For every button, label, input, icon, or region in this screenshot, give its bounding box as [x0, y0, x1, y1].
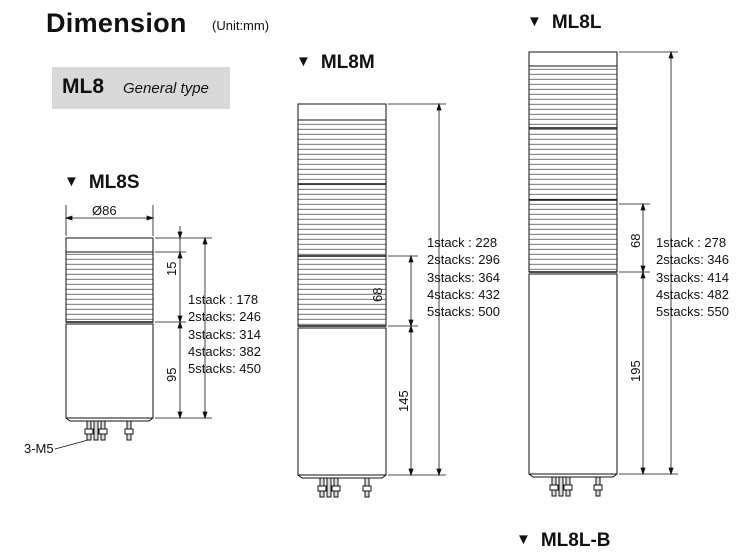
ml8s-bolt-label: 3-M5	[24, 441, 54, 456]
ml8s-dim-body: 95	[164, 367, 179, 382]
unit-label: (Unit:mm)	[212, 18, 270, 33]
ml8l-dim-body: 195	[628, 360, 643, 382]
triangle-down-icon: ▼	[296, 53, 311, 70]
triangle-down-icon: ▼	[64, 173, 79, 190]
stack-height: 5stacks: 450	[188, 361, 261, 377]
ml8s-heading: ▼ ML8S	[64, 172, 140, 194]
triangle-down-icon: ▼	[527, 13, 542, 30]
ml8s-name: ML8S	[88, 172, 140, 193]
stack-height: 4stacks: 482	[656, 286, 729, 302]
ml8m-dim-stack: 68	[370, 287, 385, 302]
ml8l-bolts	[549, 476, 603, 497]
ml8l-stack-list: 1stack : 278 2stacks: 346 3stacks: 414 4…	[656, 234, 729, 320]
stack-height: 1stack : 178	[188, 292, 259, 307]
ml8s-diameter: Ø86	[92, 203, 117, 218]
ml8m-stack-list: 1stack : 228 2stacks: 296 3stacks: 364 4…	[427, 234, 500, 320]
stack-height: 5stacks: 550	[656, 304, 729, 320]
stack-height: 2stacks: 296	[427, 252, 500, 268]
ml8s-dimensions	[54, 205, 212, 450]
stack-height: 1stack : 278	[656, 235, 727, 250]
ml8l-heading: ▼ ML8L	[527, 12, 601, 34]
stack-height: 3stacks: 364	[427, 269, 500, 285]
ml8l-dimensions	[619, 50, 678, 476]
page-title: Dimension	[46, 8, 187, 38]
ml8s-stack-list: 1stack : 178 2stacks: 246 3stacks: 314 4…	[188, 291, 261, 377]
ml8l-dim-stack: 68	[628, 233, 643, 248]
badge-model: ML8	[62, 75, 104, 98]
stack-height: 1stack : 228	[427, 235, 498, 250]
ml8lb-name: ML8L-B	[540, 530, 611, 551]
stack-height: 2stacks: 246	[188, 309, 261, 325]
ml8lb-heading: ▼ ML8L-B	[516, 530, 611, 552]
ml8m-heading: ▼ ML8M	[296, 52, 375, 74]
stack-height: 4stacks: 432	[427, 286, 500, 302]
stack-height: 4stacks: 382	[188, 343, 261, 359]
ml8m-dim-body: 145	[396, 390, 411, 412]
model-badge	[52, 67, 230, 109]
ml8m-lamp	[297, 103, 387, 479]
stack-height: 2stacks: 346	[656, 252, 729, 268]
badge-type: General type	[123, 80, 209, 97]
ml8s-bolts	[84, 420, 134, 441]
ml8l-lamp	[528, 51, 618, 478]
ml8s-dim-top: 15	[164, 261, 179, 276]
ml8m-bolts	[317, 477, 372, 498]
ml8m-name: ML8M	[320, 52, 375, 73]
ml8l-name: ML8L	[551, 12, 602, 33]
triangle-down-icon: ▼	[516, 531, 531, 548]
ml8m-dimensions	[388, 102, 446, 477]
stack-height: 3stacks: 314	[188, 326, 261, 342]
ml8s-lamp	[65, 237, 154, 422]
stack-height: 5stacks: 500	[427, 304, 500, 320]
stack-height: 3stacks: 414	[656, 269, 729, 285]
